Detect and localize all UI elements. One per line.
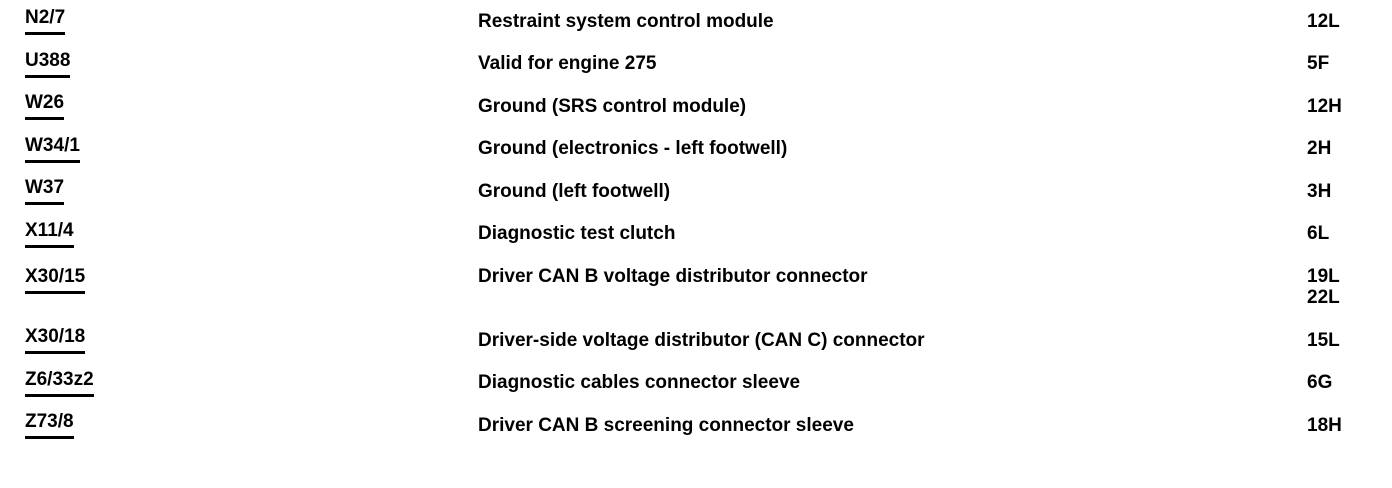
- grid-location-stack: 5F: [1307, 53, 1392, 74]
- component-description: Driver CAN B screening connector sleeve: [478, 414, 854, 436]
- grid-location-cell: 6L: [1307, 213, 1392, 256]
- grid-location-cell: 2H: [1307, 128, 1392, 171]
- component-code-cell: W34/1: [0, 128, 239, 171]
- component-code[interactable]: Z73/8: [25, 411, 74, 440]
- grid-location-cell: 12H: [1307, 85, 1392, 128]
- grid-location-secondary: 22L: [1307, 287, 1340, 308]
- component-code-cell: U388: [0, 43, 239, 86]
- component-code-cell: N2/7: [0, 0, 239, 43]
- table-row: X11/4 Diagnostic test clutch 6L: [0, 213, 1392, 256]
- table-row: U388 Valid for engine 275 5F: [0, 43, 1392, 86]
- grid-location-stack: 2H: [1307, 138, 1392, 159]
- grid-location: 12L: [1307, 10, 1340, 32]
- grid-location: 19L: [1307, 266, 1340, 287]
- grid-location: 15L: [1307, 329, 1340, 351]
- component-description: Ground (SRS control module): [478, 95, 747, 117]
- table-row: X30/15 Driver CAN B voltage distributor …: [0, 255, 1392, 319]
- grid-location: 5F: [1307, 53, 1330, 75]
- component-code-cell: W26: [0, 85, 239, 128]
- grid-location: 12H: [1307, 95, 1342, 117]
- component-description: Diagnostic cables connector sleeve: [478, 372, 801, 394]
- grid-location-cell: 18H: [1307, 404, 1392, 447]
- component-code-cell: X30/18: [0, 319, 239, 362]
- component-description: Restraint system control module: [478, 10, 774, 32]
- component-code-cell: Z6/33z2: [0, 362, 239, 405]
- grid-location-stack: 12L: [1307, 11, 1392, 32]
- component-legend-table: N2/7 Restraint system control module 12L…: [0, 0, 1392, 447]
- component-description: Valid for engine 275: [478, 53, 657, 75]
- grid-location-stack: 3H: [1307, 181, 1392, 202]
- grid-location-cell: 15L: [1307, 319, 1392, 362]
- component-code[interactable]: U388: [25, 50, 71, 78]
- component-description: Driver CAN B voltage distributor connect…: [478, 266, 868, 287]
- component-code[interactable]: N2/7: [25, 7, 66, 36]
- component-code[interactable]: Z6/33z2: [25, 369, 94, 397]
- grid-location-cell: 12L: [1307, 0, 1392, 43]
- table-row: Z6/33z2 Diagnostic cables connector slee…: [0, 362, 1392, 405]
- grid-location-cell: 5F: [1307, 43, 1392, 86]
- grid-location-stack: 19L 22L: [1307, 266, 1392, 308]
- component-description: Ground (left footwell): [478, 180, 671, 202]
- component-code[interactable]: X30/18: [25, 326, 86, 355]
- component-code[interactable]: X11/4: [25, 220, 74, 248]
- table-row: W34/1 Ground (electronics - left footwel…: [0, 128, 1392, 171]
- grid-location-stack: 12H: [1307, 96, 1392, 117]
- grid-location: 6L: [1307, 223, 1330, 245]
- component-code[interactable]: X30/15: [25, 266, 86, 294]
- grid-location-cell: 3H: [1307, 170, 1392, 213]
- table-row: W37 Ground (left footwell) 3H: [0, 170, 1392, 213]
- table-row: Z73/8 Driver CAN B screening connector s…: [0, 404, 1392, 447]
- grid-location-cell: 19L 22L: [1307, 255, 1392, 319]
- legend-table-body: N2/7 Restraint system control module 12L…: [0, 0, 1392, 447]
- component-description: Diagnostic test clutch: [478, 223, 676, 245]
- component-code-cell: X30/15: [0, 255, 239, 319]
- table-row: X30/18 Driver-side voltage distributor (…: [0, 319, 1392, 362]
- component-description: Ground (electronics - left footwell): [478, 138, 788, 160]
- grid-location-cell: 6G: [1307, 362, 1392, 405]
- component-description: Driver-side voltage distributor (CAN C) …: [478, 329, 925, 351]
- component-code-cell: W37: [0, 170, 239, 213]
- grid-location-stack: 18H: [1307, 415, 1392, 436]
- component-code-cell: Z73/8: [0, 404, 239, 447]
- grid-location: 6G: [1307, 372, 1333, 394]
- table-row: N2/7 Restraint system control module 12L: [0, 0, 1392, 43]
- component-code-cell: X11/4: [0, 213, 239, 256]
- table-row: W26 Ground (SRS control module) 12H: [0, 85, 1392, 128]
- grid-location-stack: 6L: [1307, 223, 1392, 244]
- component-code[interactable]: W34/1: [25, 135, 80, 163]
- grid-location-stack: 6G: [1307, 372, 1392, 393]
- grid-location: 18H: [1307, 414, 1342, 436]
- component-code[interactable]: W26: [25, 92, 65, 121]
- grid-location-stack: 15L: [1307, 330, 1392, 351]
- grid-location: 3H: [1307, 180, 1332, 202]
- grid-location: 2H: [1307, 138, 1332, 160]
- component-code[interactable]: W37: [25, 177, 65, 206]
